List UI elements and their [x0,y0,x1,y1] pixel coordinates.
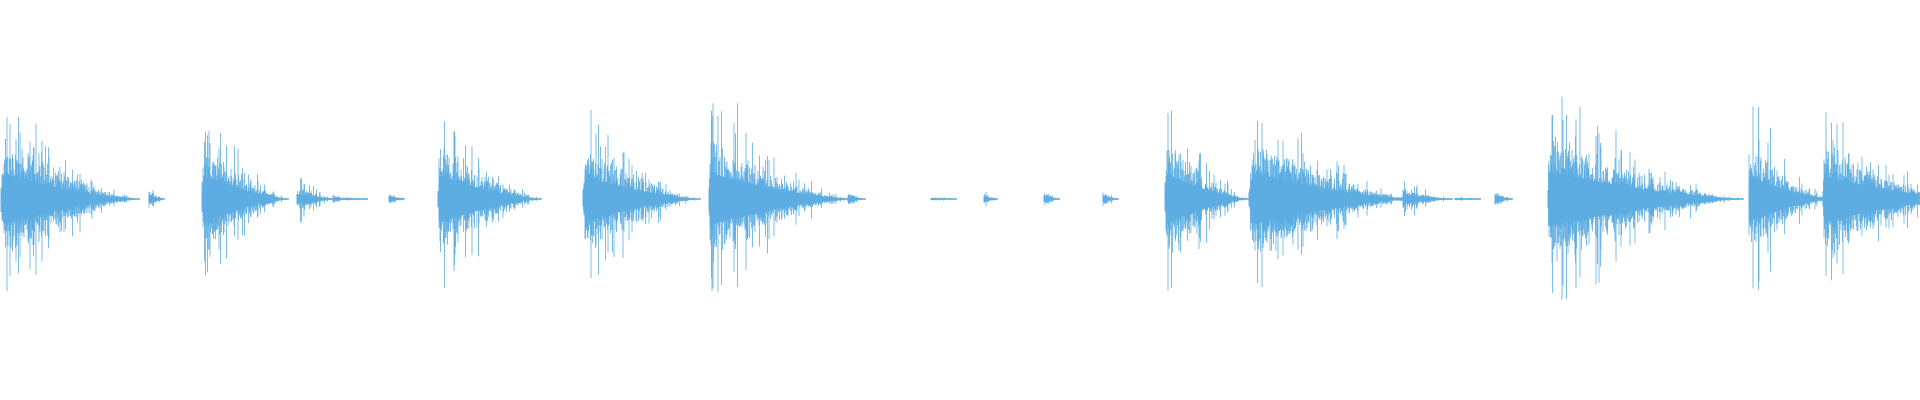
waveform-core [0,172,1920,226]
waveform-lines [0,96,1920,300]
